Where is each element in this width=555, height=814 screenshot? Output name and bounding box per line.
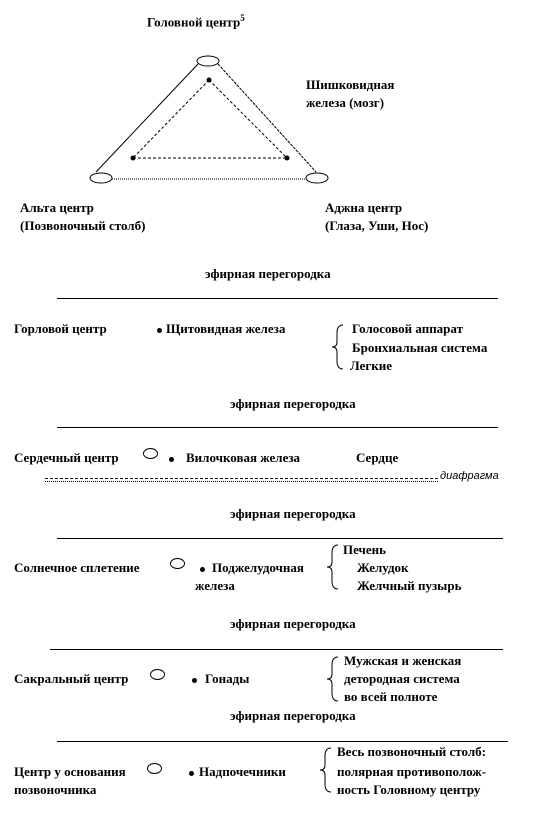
solar-organ-1: Печень (343, 542, 387, 557)
alta-center-sublabel: (Позвоночный столб) (20, 218, 146, 233)
throat-organ-3: Легкие (350, 358, 393, 373)
partition-line-4 (50, 649, 503, 650)
solar-gland-label-line2: железа (195, 578, 235, 593)
partition-label-4: эфирная перегородка (230, 616, 356, 631)
partition-line-5 (57, 741, 508, 742)
partition-line-3 (57, 538, 503, 539)
inner-right-dot (284, 155, 290, 161)
sacral-oval (150, 669, 165, 680)
right-node-oval (305, 172, 329, 184)
partition-label-5: эфирная перегородка (230, 708, 356, 723)
inner-triangle-right (208, 79, 288, 159)
solar-oval (170, 558, 185, 569)
base-center-label-line1: Центр у основания (14, 764, 126, 779)
solar-center-label: Солнечное сплетение (14, 560, 140, 575)
throat-organ-1: Голосовой аппарат (352, 321, 463, 336)
sacral-organ-2: детородная система (344, 671, 460, 686)
solar-organ-2: Желудок (357, 560, 409, 575)
heart-gland-label: Вилочковая железа (186, 450, 301, 465)
throat-center-label: Горловой центр (14, 321, 107, 336)
sacral-bullet (192, 678, 197, 683)
pineal-label-line2: железа (мозг) (306, 95, 385, 110)
inner-top-dot (206, 77, 212, 83)
diaphragm-line-2 (45, 481, 438, 482)
heart-bullet (169, 457, 174, 462)
throat-gland-label: Щитовидная железа (166, 321, 286, 336)
inner-triangle-left (132, 79, 210, 159)
base-bullet (189, 771, 194, 776)
diaphragm-line (45, 478, 438, 479)
left-node-oval (89, 172, 113, 184)
triangle-right-edge (217, 63, 317, 173)
solar-organ-3: Желчный пузырь (357, 578, 462, 593)
ajna-center-label: Аджна центр (325, 200, 403, 215)
solar-gland-label-line1: Поджелудочная (212, 560, 304, 575)
sacral-center-label: Сакральный центр (14, 671, 129, 686)
head-center-label: Головной центр5 (147, 13, 245, 30)
triangle-left-edge (95, 63, 199, 173)
pineal-label-line1: Шишковидная (306, 77, 395, 92)
partition-line-1 (57, 298, 498, 299)
inner-left-dot (130, 155, 136, 161)
sacral-organ-3: во всей полноте (344, 689, 438, 704)
head-center-mark: 5 (240, 13, 245, 23)
ajna-center-sublabel: (Глаза, Уши, Нос) (325, 218, 429, 233)
heart-center-label: Сердечный центр (14, 450, 119, 465)
sacral-organ-1: Мужская и женская (344, 653, 462, 668)
throat-organ-2: Бронхиальная система (352, 340, 488, 355)
sacral-gland-label: Гонады (205, 671, 250, 686)
partition-label-2: эфирная перегородка (230, 396, 356, 411)
base-oval (147, 763, 162, 774)
base-gland-label: Надпочечники (199, 764, 286, 779)
solar-bullet (200, 567, 205, 572)
base-organ-3: ность Головному центру (337, 782, 481, 797)
base-organ-2: полярная противополож- (337, 764, 487, 779)
partition-label-3: эфирная перегородка (230, 506, 356, 521)
diaphragm-label: диафрагма (440, 470, 499, 482)
heart-organ-label: Сердце (356, 450, 399, 465)
base-center-label-line2: позвоночника (14, 782, 97, 797)
heart-oval (143, 448, 158, 459)
alta-center-label: Альта центр (20, 200, 94, 215)
base-organ-1: Весь позвоночный столб: (337, 744, 486, 759)
partition-line-2 (57, 427, 498, 428)
partition-label-1: эфирная перегородка (205, 266, 331, 281)
top-node-oval (196, 55, 220, 67)
throat-bullet (157, 328, 162, 333)
